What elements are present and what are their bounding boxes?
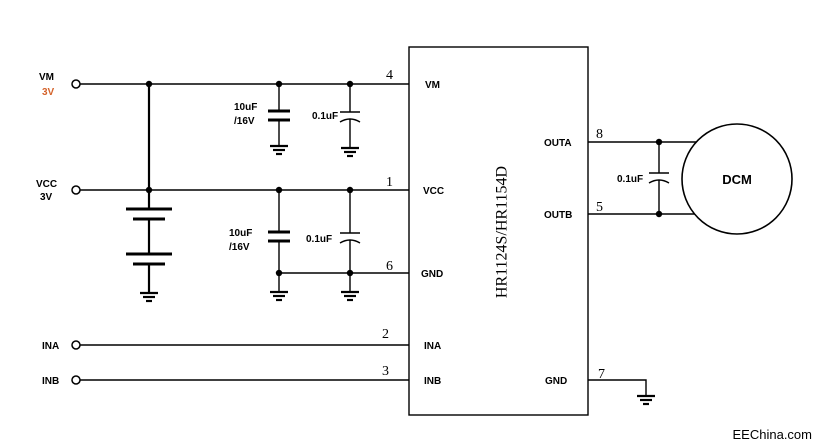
pin-name: GND: [545, 376, 567, 387]
pin-number: 3: [382, 364, 389, 379]
gnd-junction: [275, 269, 283, 277]
watermark: EEChina.com: [733, 427, 812, 442]
chip-ground-net: [588, 379, 647, 396]
pin-name: INB: [424, 376, 441, 387]
vcc-voltage: 3V: [40, 192, 53, 203]
inb-label: INB: [42, 376, 59, 387]
vm-bulk-cap-rating: /16V: [234, 116, 255, 127]
battery-symbol: [126, 190, 172, 293]
ground-symbol: [270, 144, 288, 156]
pin-name: INA: [424, 341, 441, 352]
vcc-bulk-capacitor: 10uF /16V: [229, 190, 290, 292]
ground-symbol: [270, 290, 288, 302]
vcc-bulk-cap-rating: /16V: [229, 242, 250, 253]
vcc-decoupling-capacitor: 0.1uF: [306, 190, 361, 292]
ina-label: INA: [42, 341, 59, 352]
vcc-label: VCC: [36, 179, 57, 190]
vcc-terminal[interactable]: [71, 185, 81, 195]
vm-net: VM 3V: [39, 72, 409, 98]
pin-name: OUTB: [544, 210, 572, 221]
gnd-net: [275, 269, 409, 277]
ground-symbol: [341, 146, 359, 158]
motor-cap-value: 0.1uF: [617, 174, 643, 185]
vm-decoupling-cap-value: 0.1uF: [312, 111, 338, 122]
pin-number: 2: [382, 327, 389, 342]
pin-name: VM: [425, 80, 440, 91]
vm-bulk-capacitor: 10uF /16V: [234, 84, 290, 146]
ground-symbol: [637, 394, 655, 406]
pin-number: 5: [596, 200, 603, 215]
pin-number: 4: [386, 68, 393, 83]
inb-terminal[interactable]: [71, 375, 81, 385]
ina-net: INA: [42, 340, 409, 352]
vcc-decoupling-cap-value: 0.1uF: [306, 234, 332, 245]
pin-name: GND: [421, 269, 443, 280]
motor-label: DCM: [722, 172, 752, 187]
pin-number: 6: [386, 259, 393, 274]
pin-number: 7: [598, 367, 605, 382]
ina-terminal[interactable]: [71, 340, 81, 350]
pin-name: VCC: [423, 186, 444, 197]
inb-net: INB: [42, 375, 409, 387]
gnd-junction: [346, 269, 354, 277]
vm-terminal[interactable]: [71, 79, 81, 89]
dc-motor: DCM: [681, 123, 793, 235]
ground-symbol: [341, 290, 359, 302]
pin-number: 8: [596, 127, 603, 142]
vm-label: VM: [39, 72, 54, 83]
vcc-bulk-cap-value: 10uF: [229, 228, 252, 239]
vm-decoupling-capacitor: 0.1uF: [312, 84, 361, 148]
chip-body: [408, 46, 589, 416]
chip-part-number: HR1124S/HR1154D: [494, 166, 511, 298]
vcc-net: VCC 3V: [36, 179, 409, 203]
ground-symbol: [140, 291, 158, 303]
vm-bulk-cap-value: 10uF: [234, 102, 257, 113]
pin-name: OUTA: [544, 138, 572, 149]
motor-capacitor: 0.1uF: [617, 142, 670, 214]
vm-voltage: 3V: [42, 87, 55, 98]
pin-number: 1: [386, 175, 393, 190]
